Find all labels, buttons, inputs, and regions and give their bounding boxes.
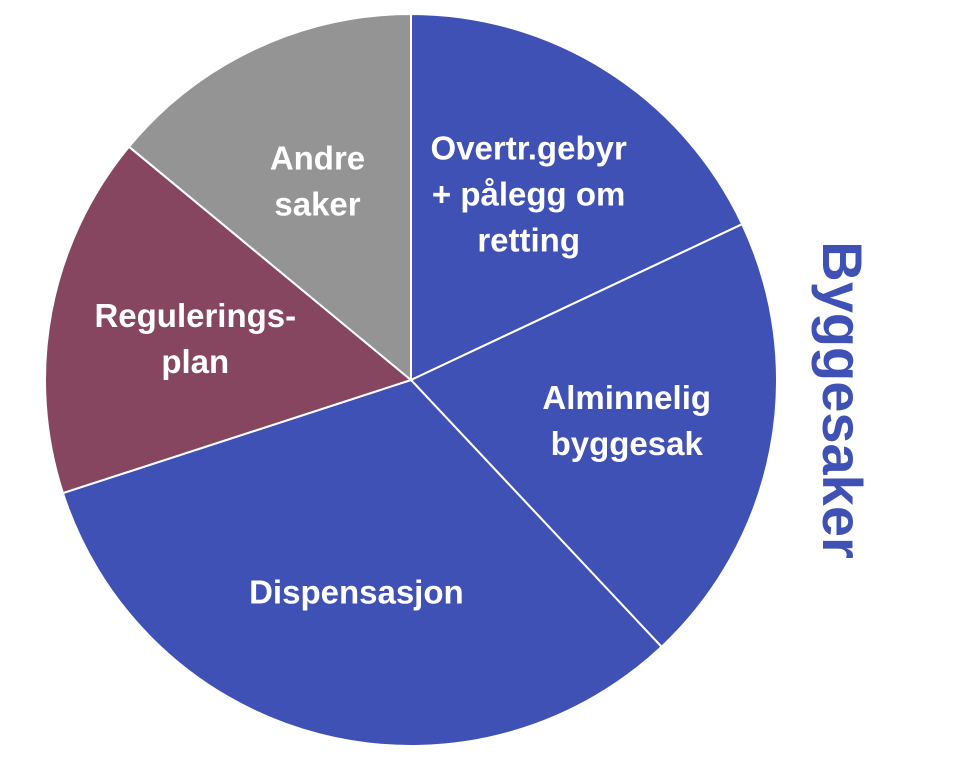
pie-label-alminnelig: Alminnelig byggesak bbox=[542, 379, 711, 462]
pie-slice-overtr-gebyr bbox=[410, 12, 744, 382]
pie-label-line: Regulerings- bbox=[94, 297, 296, 334]
pie-slices bbox=[44, 12, 778, 747]
group-label-byggesaker: Byggesaker bbox=[811, 241, 874, 559]
pie-label-line: Alminnelig bbox=[542, 379, 711, 416]
pie-label-line: byggesak bbox=[551, 425, 704, 462]
pie-label-line: Dispensasjon bbox=[249, 574, 464, 611]
pie-label-andre: Andre saker bbox=[270, 139, 365, 222]
pie-label-line: Overtr.gebyr bbox=[431, 130, 627, 167]
pie-slice-labels: Overtr.gebyr + pålegg om rettingAlminnelig… bbox=[94, 130, 711, 611]
pie-slice-dispensasjon bbox=[61, 378, 663, 747]
pie-slice-regulerings bbox=[44, 145, 414, 495]
pie-label-line: retting bbox=[477, 222, 580, 259]
pie-slice-alminnelig bbox=[409, 222, 778, 649]
pie-label-line: saker bbox=[274, 185, 360, 222]
pie-label-line: + pålegg om bbox=[432, 176, 625, 213]
pie-label-overtr-gebyr: Overtr.gebyr + pålegg om retting bbox=[431, 130, 627, 259]
pie-label-line: Andre bbox=[270, 139, 365, 176]
pie-slice-andre bbox=[127, 12, 412, 383]
pie-label-dispensasjon: Dispensasjon bbox=[249, 574, 464, 611]
pie-label-line: plan bbox=[161, 343, 229, 380]
pie-label-regulerings: Regulerings-plan bbox=[94, 297, 296, 380]
